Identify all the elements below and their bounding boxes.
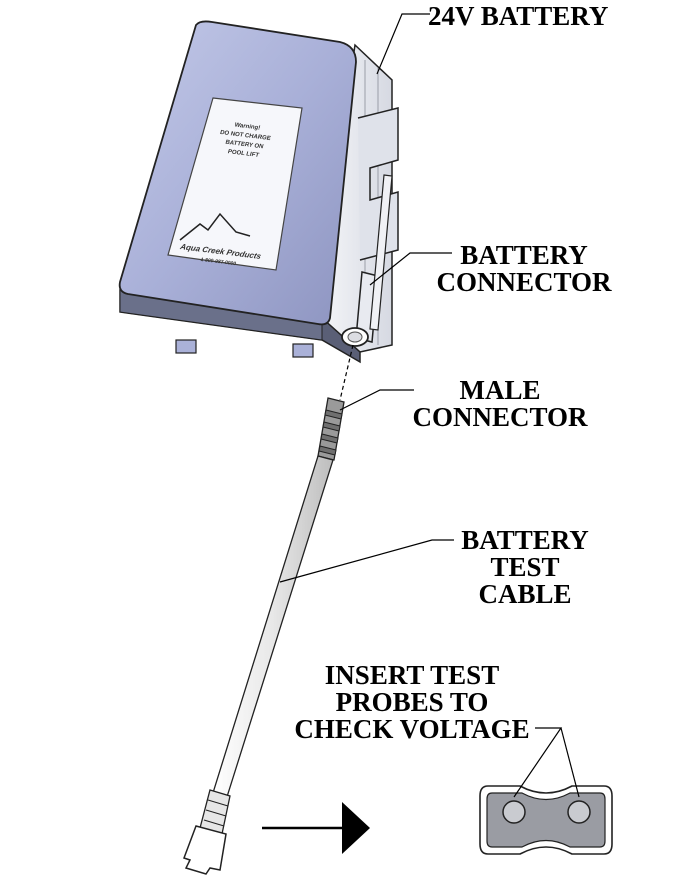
battery-sticker (167, 97, 303, 271)
battery-unit: Warning! DO NOT CHARGE BATTERY ON POOL L… (118, 20, 399, 364)
battery-foot-left (175, 339, 197, 354)
probe-socket-right (567, 800, 591, 824)
label-24v-battery: 24V BATTERY (428, 3, 608, 30)
leader-battery-connector (369, 252, 452, 286)
label-test-cable-line3: CABLE (478, 579, 572, 609)
leader-probe-right (560, 727, 580, 798)
cable-plug (199, 789, 231, 835)
label-male-connector-line2: CONNECTOR (412, 402, 588, 432)
label-insert-probes-line3: CHECK VOLTAGE (294, 714, 530, 744)
sticker-warning-3: BATTERY ON (225, 140, 264, 150)
cable-body (211, 455, 334, 801)
label-battery-test-cable: BATTERY TEST CABLE (455, 527, 595, 608)
leader-lines (279, 13, 580, 798)
label-male-connector-line1: MALE (459, 375, 541, 405)
label-battery-connector-line2: CONNECTOR (436, 267, 612, 297)
sticker-warning-1: Warning! (234, 123, 261, 132)
label-insert-probes-line1: INSERT TEST (324, 660, 500, 690)
label-test-cable-line1: BATTERY (461, 525, 589, 555)
alignment-dashed-line (339, 344, 354, 401)
label-battery-connector: BATTERY CONNECTOR (434, 242, 614, 296)
battery-test-cable (183, 397, 345, 875)
cable-plug-head (183, 825, 227, 875)
direction-arrow (262, 802, 370, 854)
label-insert-test-probes: INSERT TEST PROBES TO CHECK VOLTAGE (290, 662, 534, 743)
connector-face (479, 785, 613, 855)
label-test-cable-line2: TEST (490, 552, 560, 582)
label-male-connector: MALE CONNECTOR (410, 377, 590, 431)
label-battery-connector-line1: BATTERY (460, 240, 588, 270)
leader-test-cable (279, 539, 454, 583)
arrow-head-icon (342, 802, 370, 854)
battery-foot-right (292, 343, 314, 358)
probe-socket-left (502, 800, 526, 824)
label-insert-probes-line2: PROBES TO (335, 687, 489, 717)
sticker-phone: 1-800-987-0000 (200, 257, 237, 267)
leader-battery (376, 13, 430, 75)
leader-male-connector (339, 389, 414, 411)
label-24v-battery-text: 24V BATTERY (428, 1, 609, 31)
sticker-warning-4: POOL LIFT (227, 149, 260, 159)
mountain-logo-icon (179, 212, 251, 241)
